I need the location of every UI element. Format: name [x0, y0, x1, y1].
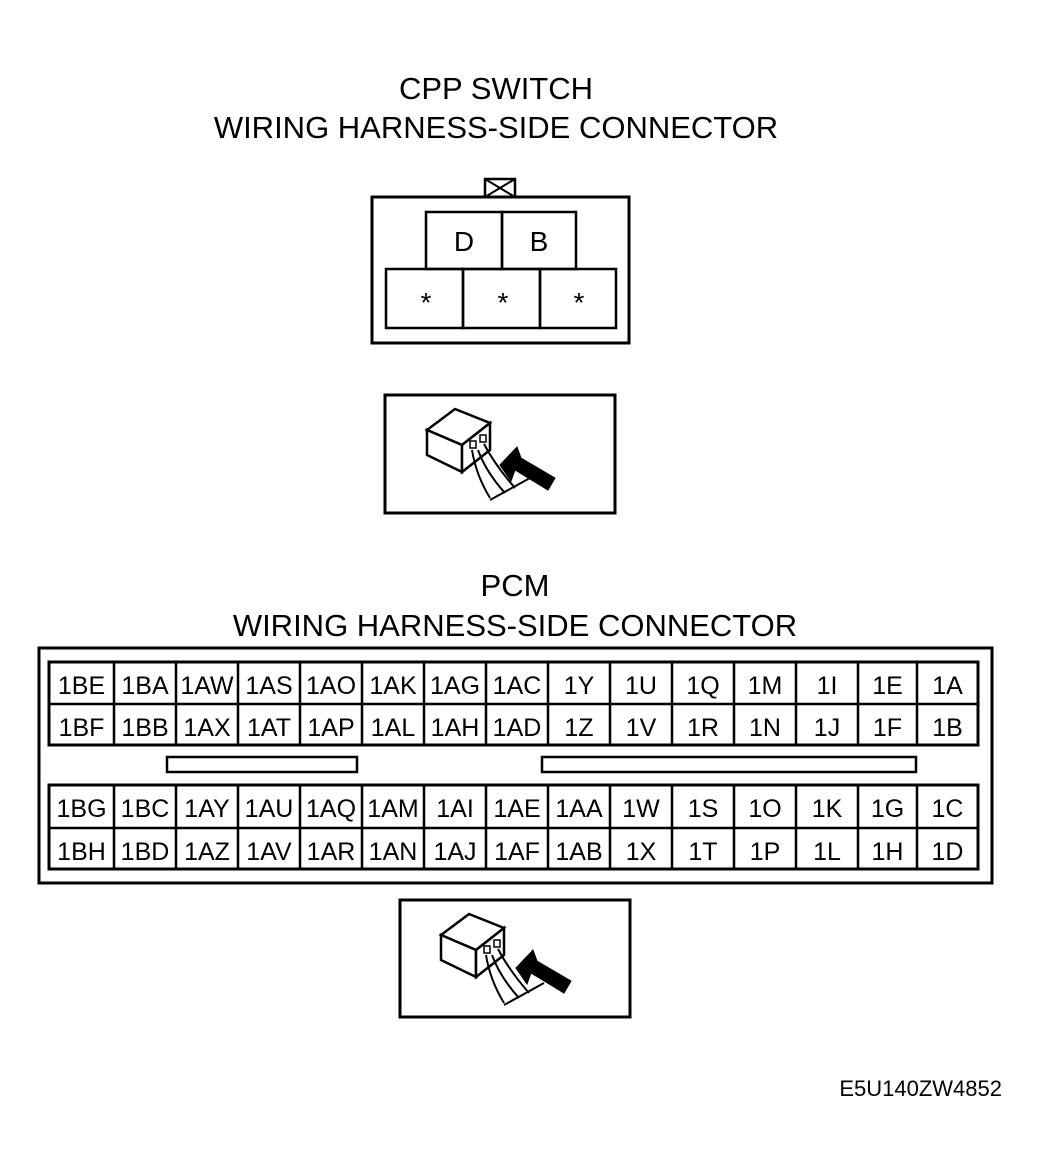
pcm-pin-label: 1I — [817, 672, 838, 700]
pcm-pin-label: 1AP — [307, 714, 354, 742]
pcm-pin-labels: 1BE 1BA 1AW 1AS 1AO 1AK 1AG 1AC 1Y 1U 1Q 1M 1I 1E 1A 1B… — [56, 672, 963, 866]
cpp-title-line2: WIRING HARNESS-SIDE CONNECTOR — [214, 110, 778, 145]
pcm-pin-label: 1AX — [183, 714, 231, 742]
pcm-pin-label: 1M — [748, 672, 783, 700]
cpp-housing — [370, 195, 631, 345]
pcm-pin-label: 1AZ — [184, 838, 230, 866]
pcm-pin-label: 1AF — [494, 838, 540, 866]
pcm-guide-rib-left — [165, 755, 359, 774]
pcm-pin-label: 1AA — [555, 795, 603, 823]
pcm-title-line2: WIRING HARNESS-SIDE CONNECTOR — [233, 608, 797, 643]
pcm-pin-label: 1V — [626, 714, 657, 742]
harness-side-view-icon — [398, 898, 632, 1019]
pcm-pin-label: 1AT — [247, 714, 291, 742]
pcm-pin-label: 1BD — [121, 838, 170, 866]
pcm-pin-label: 1C — [932, 795, 964, 823]
pcm-pin-label: 1G — [871, 795, 904, 823]
cpp-unused-pin-mark: * — [421, 287, 432, 318]
cpp-unused-pin-mark: * — [574, 287, 585, 318]
pcm-pin-label: 1AE — [493, 795, 540, 823]
pcm-pin-label: 1W — [622, 795, 660, 823]
pcm-pin-label: 1AC — [493, 672, 542, 700]
cpp-pin-label: D — [454, 226, 474, 257]
figure-code: E5U140ZW4852 — [839, 1076, 1002, 1101]
pcm-pin-label: 1K — [812, 795, 843, 823]
lock-tab-icon — [483, 177, 517, 199]
pcm-pin-label: 1BE — [58, 672, 105, 700]
pcm-pin-label: 1AQ — [306, 795, 356, 823]
pcm-pin-label: 1AL — [371, 714, 416, 742]
pcm-pin-label: 1O — [748, 795, 781, 823]
pcm-pin-label: 1J — [814, 714, 840, 742]
pcm-pin-label: 1Y — [564, 672, 595, 700]
pcm-pin-label: 1P — [750, 838, 781, 866]
pcm-guide-rib-right — [540, 755, 918, 774]
cpp-connector — [370, 177, 631, 345]
pcm-pin-grid — [49, 662, 978, 869]
pcm-pin-label: 1AB — [555, 838, 602, 866]
pcm-pin-label: 1AW — [180, 672, 234, 700]
pcm-connector — [37, 646, 994, 885]
pcm-housing — [37, 646, 994, 885]
cpp-title-line1: CPP SWITCH — [399, 71, 593, 106]
pcm-pin-label: 1AH — [431, 714, 480, 742]
pcm-pin-label: 1U — [625, 672, 657, 700]
pcm-pin-label: 1BH — [57, 838, 106, 866]
pcm-pin-label: 1AD — [493, 714, 542, 742]
pcm-pin-label: 1AR — [307, 838, 356, 866]
pcm-pin-label: 1N — [749, 714, 781, 742]
pcm-pin-label: 1BA — [121, 672, 169, 700]
pcm-pin-label: 1F — [873, 714, 902, 742]
pcm-pin-label: 1AK — [369, 672, 417, 700]
pcm-pin-label: 1AU — [245, 795, 294, 823]
pcm-pin-label: 1D — [932, 838, 964, 866]
pcm-pin-label: 1Q — [686, 672, 719, 700]
harness-side-view-icon — [383, 393, 617, 515]
pcm-title-line1: PCM — [481, 568, 550, 603]
pcm-pin-label: 1R — [687, 714, 719, 742]
pcm-pin-label: 1T — [688, 838, 717, 866]
pcm-pin-label: 1BC — [121, 795, 170, 823]
pcm-pin-label: 1AG — [430, 672, 480, 700]
pcm-pin-label: 1H — [872, 838, 904, 866]
pcm-pin-label: 1E — [872, 672, 903, 700]
pcm-pin-label: 1AV — [246, 838, 292, 866]
pcm-pin-label: 1AN — [369, 838, 418, 866]
cpp-cell-blank-3 — [538, 267, 618, 330]
pcm-pin-label: 1AO — [306, 672, 356, 700]
pcm-pin-label: 1AI — [436, 795, 474, 823]
pcm-pin-label: 1BG — [56, 795, 106, 823]
pcm-pin-label: 1X — [626, 838, 657, 866]
pcm-pin-label: 1S — [688, 795, 719, 823]
pcm-pin-label: 1AM — [367, 795, 418, 823]
pcm-pin-label: 1A — [932, 672, 963, 700]
pcm-pin-label: 1BB — [121, 714, 168, 742]
pcm-pin-label: 1Z — [564, 714, 593, 742]
pcm-pin-label: 1B — [932, 714, 963, 742]
pcm-pin-label: 1AS — [245, 672, 292, 700]
pcm-pin-label: 1AY — [184, 795, 230, 823]
pcm-pin-label: 1BF — [59, 714, 105, 742]
cpp-unused-pin-mark: * — [498, 287, 509, 318]
pcm-pin-label: 1AJ — [433, 838, 476, 866]
cpp-pin-label: B — [530, 226, 549, 257]
pcm-pin-label: 1L — [813, 838, 841, 866]
